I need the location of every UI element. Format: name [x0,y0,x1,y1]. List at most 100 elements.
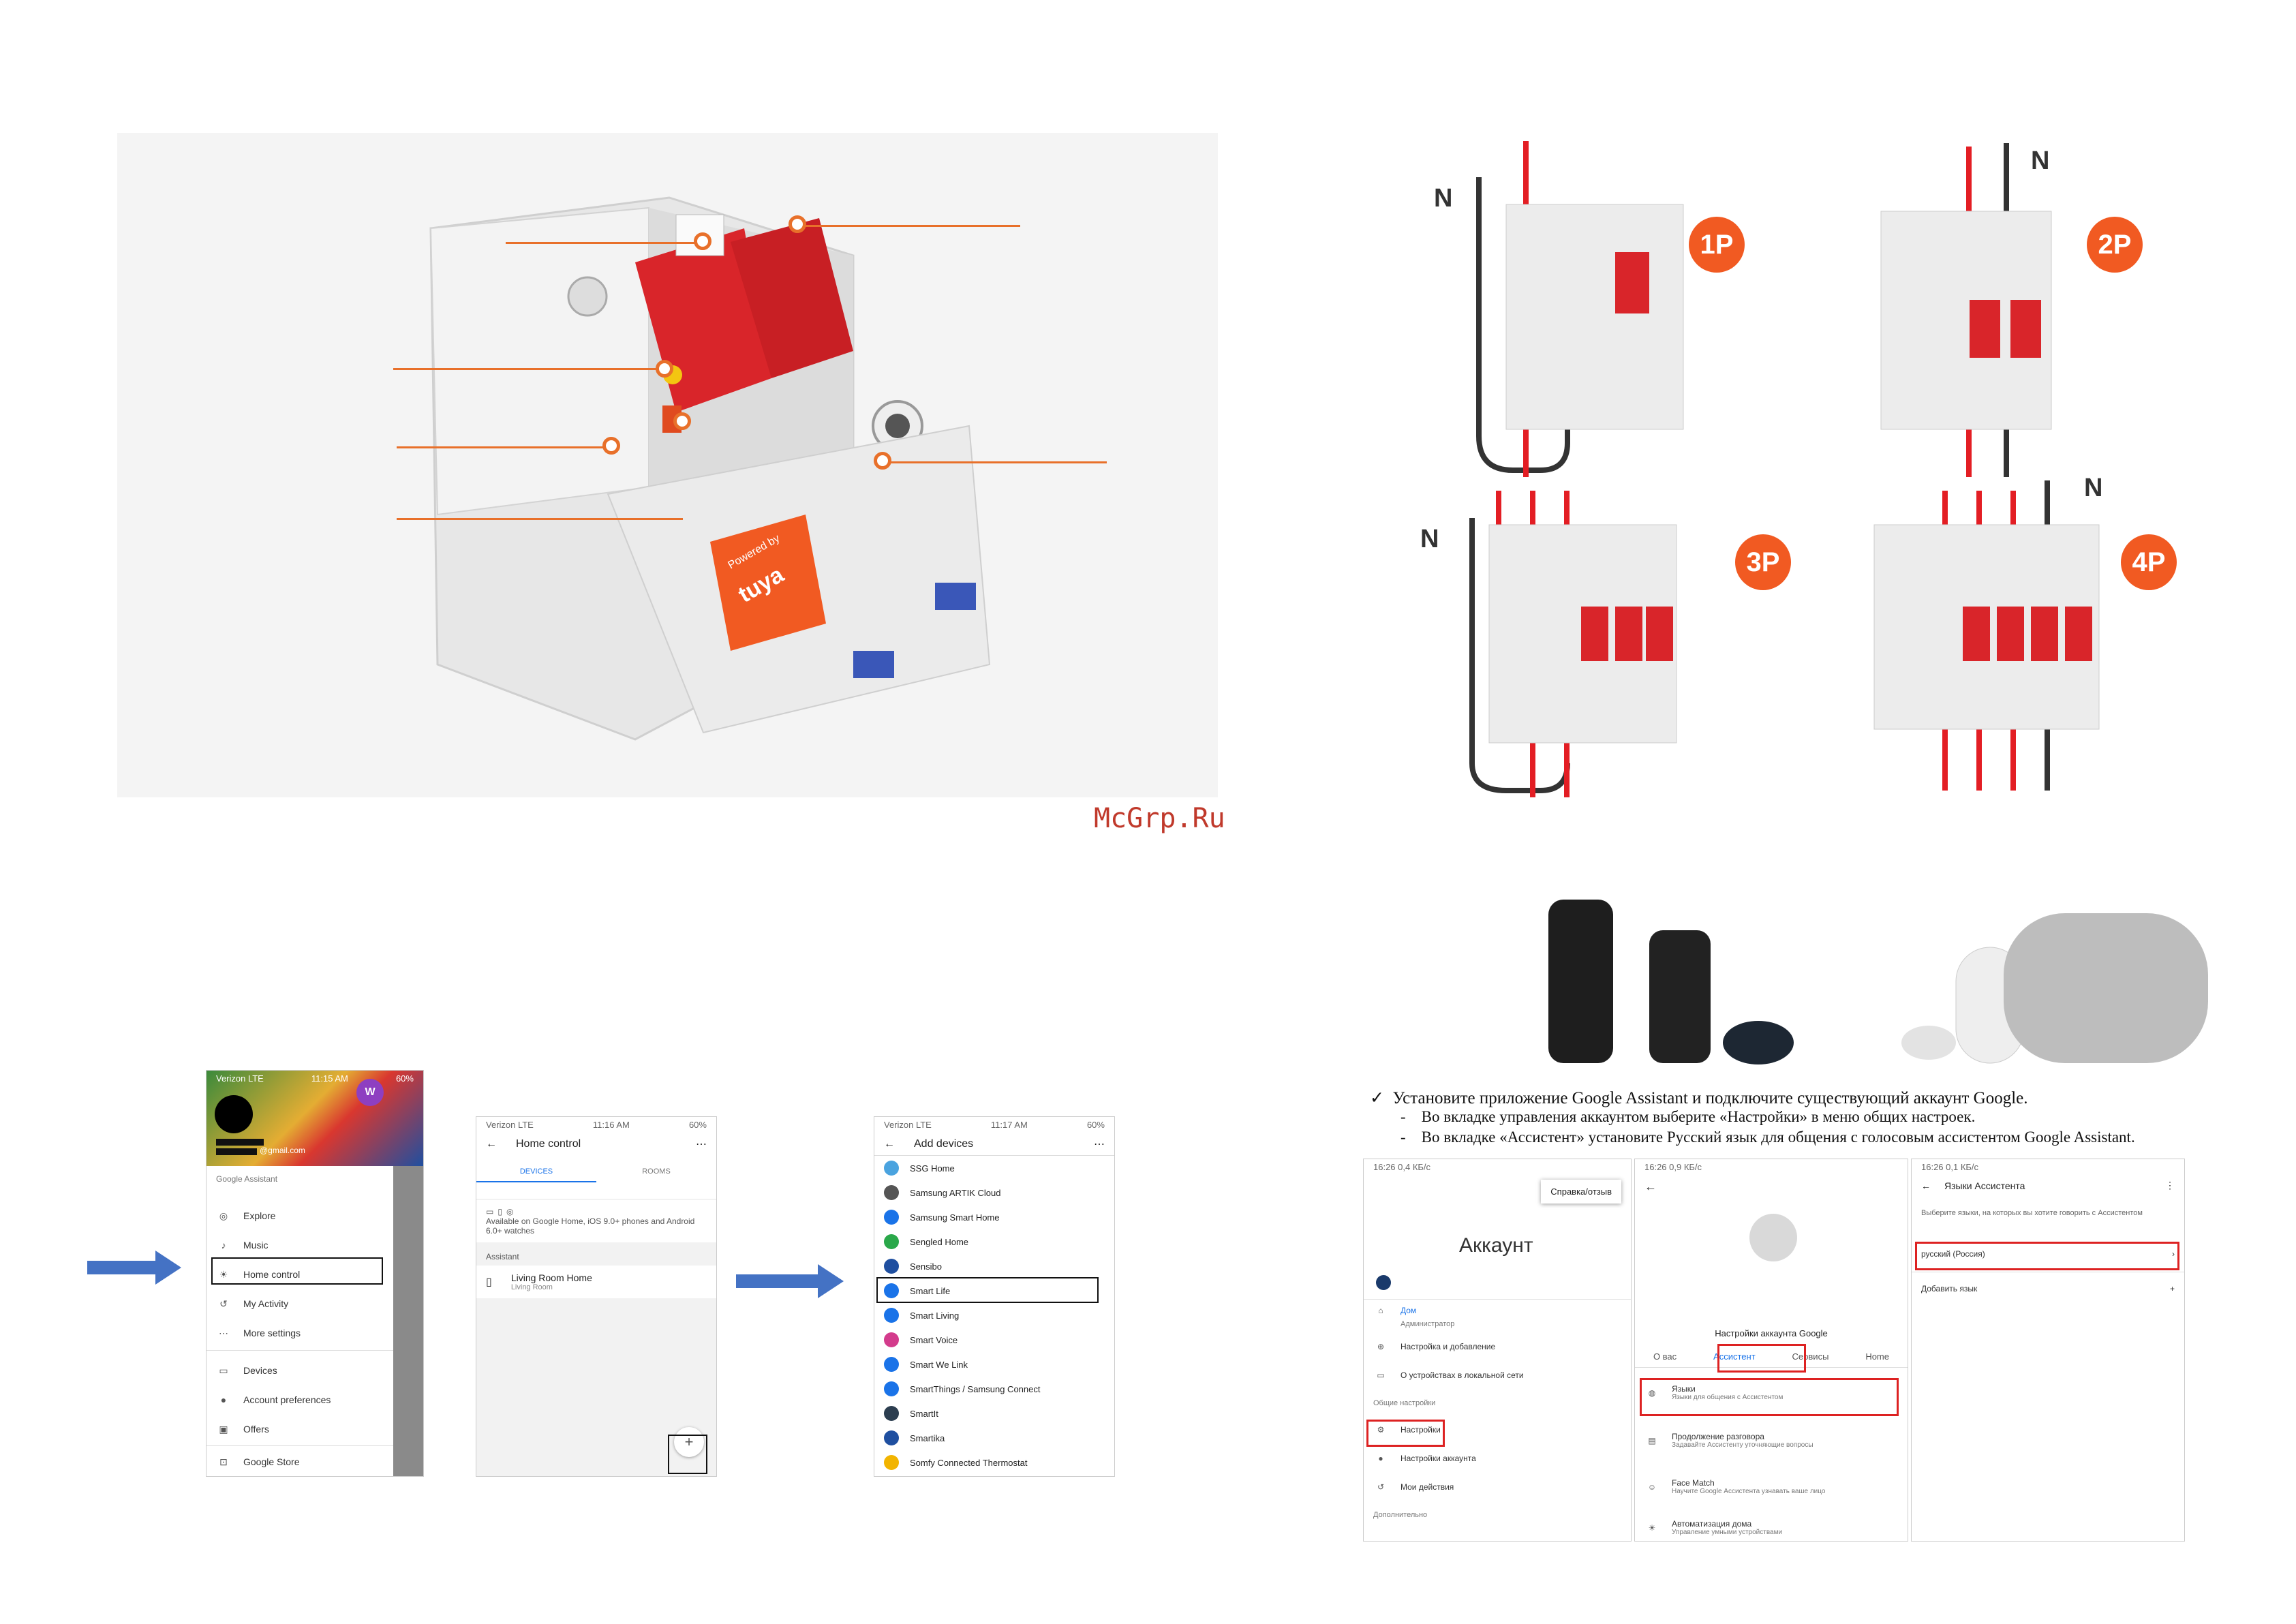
available-card: ▭▯◎ Available on Google Home, iOS 9.0+ p… [476,1200,716,1242]
local-devices-row[interactable]: ▭О устройствах в локальной сети [1364,1370,1631,1380]
settings-row[interactable]: ⚙Настройки [1364,1425,1631,1435]
provider-row[interactable]: Smart Living [874,1303,1114,1328]
menu-item-home-control[interactable]: ☀Home control [206,1262,423,1287]
provider-row[interactable]: Smartika [874,1426,1114,1450]
section-label: Google Assistant [216,1174,278,1184]
status-bar: Verizon LTE 11:16 AM 60% [476,1117,716,1133]
account-settings-row[interactable]: ●Настройки аккаунта [1364,1454,1631,1463]
add-language-row[interactable]: Добавить язык+ [1912,1284,2184,1293]
status-bar: 16:26 0,1 КБ/с [1921,1162,1979,1172]
tab-services[interactable]: Сервисы [1792,1351,1829,1362]
more-icon: ⋯ [219,1327,228,1338]
my-activity-row[interactable]: ↺Мои действия [1364,1482,1631,1492]
pole-diagrams [1469,141,2100,797]
provider-row[interactable]: Sengled Home [874,1229,1114,1254]
instruction-3: - Во вкладке «Ассистент» установите Русс… [1400,1129,2135,1146]
row-title: Языки [1672,1384,1696,1394]
menu-item-label: My Activity [243,1298,289,1309]
tab-bar: О вас Ассистент Сервисы Home [1635,1351,1908,1368]
row-label: Настройка и добавление [1400,1342,1496,1351]
provider-row[interactable]: SmartThings / Samsung Connect [874,1377,1114,1401]
chat-icon: ▤ [1648,1435,1656,1445]
app-bar: ← Home control ⋯ [476,1133,716,1155]
back-arrow-icon[interactable]: ← [884,1138,895,1150]
account-switch-avatar[interactable]: W [356,1079,384,1106]
add-language-label: Добавить язык [1921,1284,1978,1293]
back-arrow-icon[interactable]: ← [1921,1180,1931,1191]
avatar [1749,1214,1797,1261]
phone-assistant-menu: Verizon LTE 11:15 AM 60% W @gmail.com Go… [206,1070,424,1477]
back-arrow-icon[interactable]: ← [1644,1180,1657,1193]
provider-row[interactable]: SSG Home [874,1156,1114,1180]
menu-item-google-store[interactable]: ⊡Google Store [206,1450,423,1474]
history-icon: ↺ [1377,1482,1385,1492]
menu-item-label: Devices [243,1365,277,1376]
account-settings-link[interactable]: Настройки аккаунта Google [1715,1328,1828,1338]
tab-rooms[interactable]: ROOMS [642,1167,671,1176]
arrow-right-icon [87,1251,181,1285]
provider-row[interactable]: SmartIt [874,1401,1114,1426]
diagram-4p [1873,480,2100,791]
menu-item-label: More settings [243,1328,301,1338]
add-device-button[interactable]: + [674,1427,704,1457]
back-arrow-icon[interactable]: ← [486,1138,497,1150]
overflow-menu-icon[interactable]: ⋮ [2165,1180,2175,1191]
selected-language: русский (Россия) [1921,1249,1985,1259]
page-title: Языки Ассистента [1944,1180,2025,1191]
menu-item-devices[interactable]: ▭Devices [206,1358,423,1383]
bulb-icon: ☀ [1648,1522,1656,1533]
home-name: Дом [1400,1306,1417,1315]
music-note-icon: ♪ [221,1240,226,1251]
provider-row[interactable]: Somfy Connected Thermostat [874,1450,1114,1475]
tab-devices[interactable]: DEVICES [476,1167,596,1182]
tab-about[interactable]: О вас [1653,1351,1677,1362]
menu-item-explore[interactable]: ◎Explore [206,1204,423,1228]
overflow-menu-icon[interactable]: ⋯ [696,1139,707,1150]
menu-item-more-settings[interactable]: ⋯ More settings [206,1321,423,1345]
battery: 60% [395,1073,414,1084]
tab-home[interactable]: Home [1865,1351,1889,1362]
provider-row[interactable]: Smart Voice [874,1328,1114,1352]
overflow-menu-icon[interactable]: ⋯ [1094,1139,1105,1150]
settings-highlight [1366,1420,1445,1447]
smarthome-icon [884,1210,899,1225]
provider-row[interactable]: Smart Life [874,1278,1114,1303]
provider-row[interactable]: Sensibo [874,1254,1114,1278]
device-row[interactable]: ▯ Living Room Home Living Room [476,1266,716,1298]
phone-ru-account: 16:26 0,4 КБ/с Справка/отзыв Аккаунт ⌂До… [1363,1159,1632,1542]
menu-item-my-activity[interactable]: ↺My Activity [206,1291,423,1316]
selected-language-row[interactable]: русский (Россия)› [1912,1249,2184,1259]
page-title: Аккаунт [1459,1234,1533,1257]
provider-row[interactable]: Samsung Smart Home [874,1205,1114,1229]
provider-row[interactable]: Samsung ARTIK Cloud [874,1180,1114,1205]
tab-assistant[interactable]: Ассистент [1713,1351,1756,1362]
instruction-text: Во вкладке управления аккаунтом выберите… [1421,1108,1976,1125]
device-name: Living Room Home [510,1272,592,1283]
page-title: Add devices [914,1138,974,1150]
divider [1364,1299,1631,1300]
diagram-2p [1880,143,2052,477]
menu-item-offers[interactable]: ▣Offers [206,1417,423,1441]
home-row[interactable]: ⌂Дом [1364,1306,1631,1315]
setup-row[interactable]: ⊕Настройка и добавление [1364,1342,1631,1351]
callout-line [799,225,1020,227]
home-logo-icon [1376,1275,1391,1290]
smart-voice-icon [884,1332,899,1347]
help-popup[interactable]: Справка/отзыв [1541,1180,1621,1204]
availability-note: Available on Google Home, iOS 9.0+ phone… [486,1216,695,1236]
row-label: Настройки [1400,1425,1441,1435]
cast-icon: ▭ [1377,1370,1385,1380]
instruction-1: ✓ Установите приложение Google Assistant… [1370,1088,2028,1108]
menu-item-music[interactable]: ♪Music [206,1233,423,1257]
smart-life-icon [884,1283,899,1298]
menu-item-label: Offers [243,1424,269,1435]
provider-label: SSG Home [910,1163,955,1174]
provider-row[interactable]: Smart We Link [874,1352,1114,1377]
menu-item-account-preferences[interactable]: ●Account preferences [206,1388,423,1412]
n-label-4p: N [2084,474,2103,502]
